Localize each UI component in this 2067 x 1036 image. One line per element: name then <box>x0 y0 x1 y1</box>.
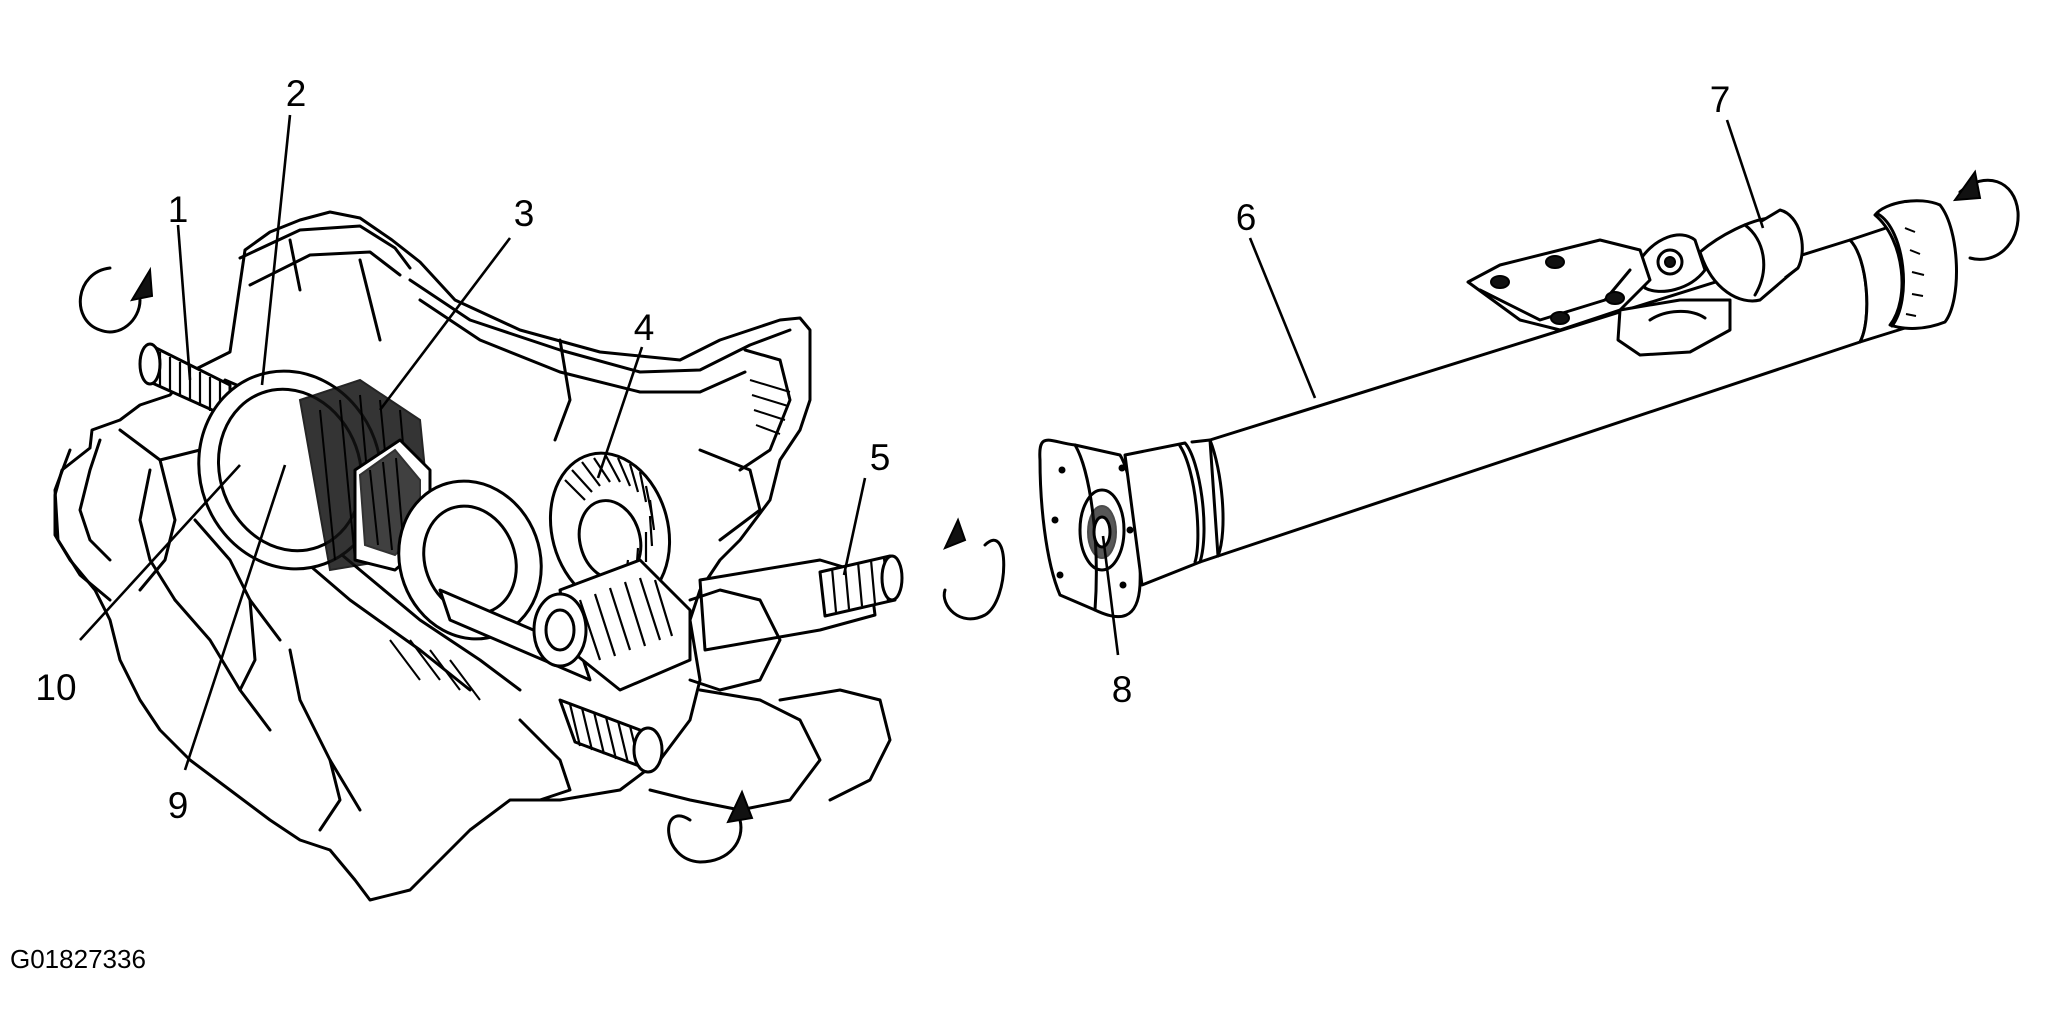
figure-id: G01827336 <box>10 944 146 974</box>
callout-2: 2 <box>286 73 307 114</box>
clutch-pack <box>298 378 432 572</box>
callout-7: 7 <box>1710 79 1731 120</box>
callout-8: 8 <box>1112 669 1133 710</box>
callout-labels: 1 2 3 4 5 6 7 8 9 10 <box>35 73 1730 826</box>
propeller-shaft <box>1038 199 1958 619</box>
differential-assembly <box>53 210 904 902</box>
callout-4: 4 <box>634 307 655 348</box>
rotation-arrow-front-output <box>667 789 754 864</box>
leader-lines <box>79 114 1765 771</box>
callout-10: 10 <box>35 667 76 708</box>
rotation-arrow-input <box>78 266 154 334</box>
callout-9: 9 <box>168 785 189 826</box>
callout-1: 1 <box>168 189 189 230</box>
callout-3: 3 <box>514 193 535 234</box>
rotation-arrow-rear-output <box>942 517 1006 621</box>
callout-6: 6 <box>1236 197 1257 238</box>
rotation-arrow-propshaft <box>1952 169 2020 261</box>
callout-5: 5 <box>870 437 891 478</box>
